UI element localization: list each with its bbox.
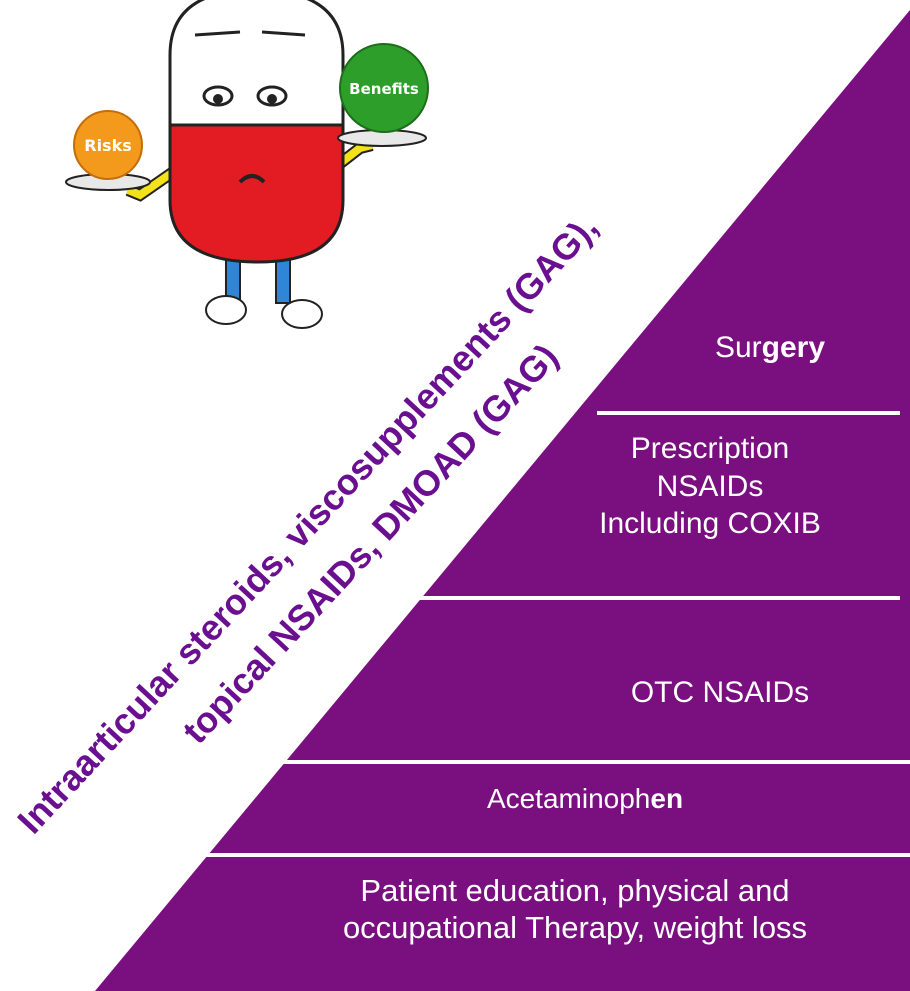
tier-education-line1: Patient education, physical and xyxy=(225,872,910,909)
tier-education-line2: occupational Therapy, weight loss xyxy=(225,909,910,946)
risks-label: Risks xyxy=(84,136,132,155)
tier-prescription-line2: NSAIDs xyxy=(520,468,900,506)
right-pupil xyxy=(267,94,277,104)
right-shoe xyxy=(282,300,322,328)
pill-top xyxy=(170,0,343,125)
tier-prescription-line1: Prescription xyxy=(520,430,900,468)
left-pupil xyxy=(213,94,223,104)
tier-surgery-plain: Sur xyxy=(715,331,762,364)
tier-surgery: Surgery xyxy=(670,330,870,366)
tier-acetaminophen: Acetaminophen xyxy=(400,782,770,816)
tier-prescription: Prescription NSAIDs Including COXIB xyxy=(520,430,900,543)
tier-acetaminophen-bold: en xyxy=(650,783,683,814)
left-shoe xyxy=(206,296,246,324)
pill-bottom xyxy=(170,125,343,262)
benefits-label: Benefits xyxy=(349,80,419,98)
pill-character-illustration: Risks Benefits xyxy=(66,0,428,328)
tier-education: Patient education, physical and occupati… xyxy=(225,872,910,946)
tier-surgery-bold: gery xyxy=(762,331,825,364)
tier-otc: OTC NSAIDs xyxy=(590,675,850,711)
tier-prescription-line3: Including COXIB xyxy=(520,505,900,543)
tier-acetaminophen-plain: Acetaminoph xyxy=(487,783,650,814)
